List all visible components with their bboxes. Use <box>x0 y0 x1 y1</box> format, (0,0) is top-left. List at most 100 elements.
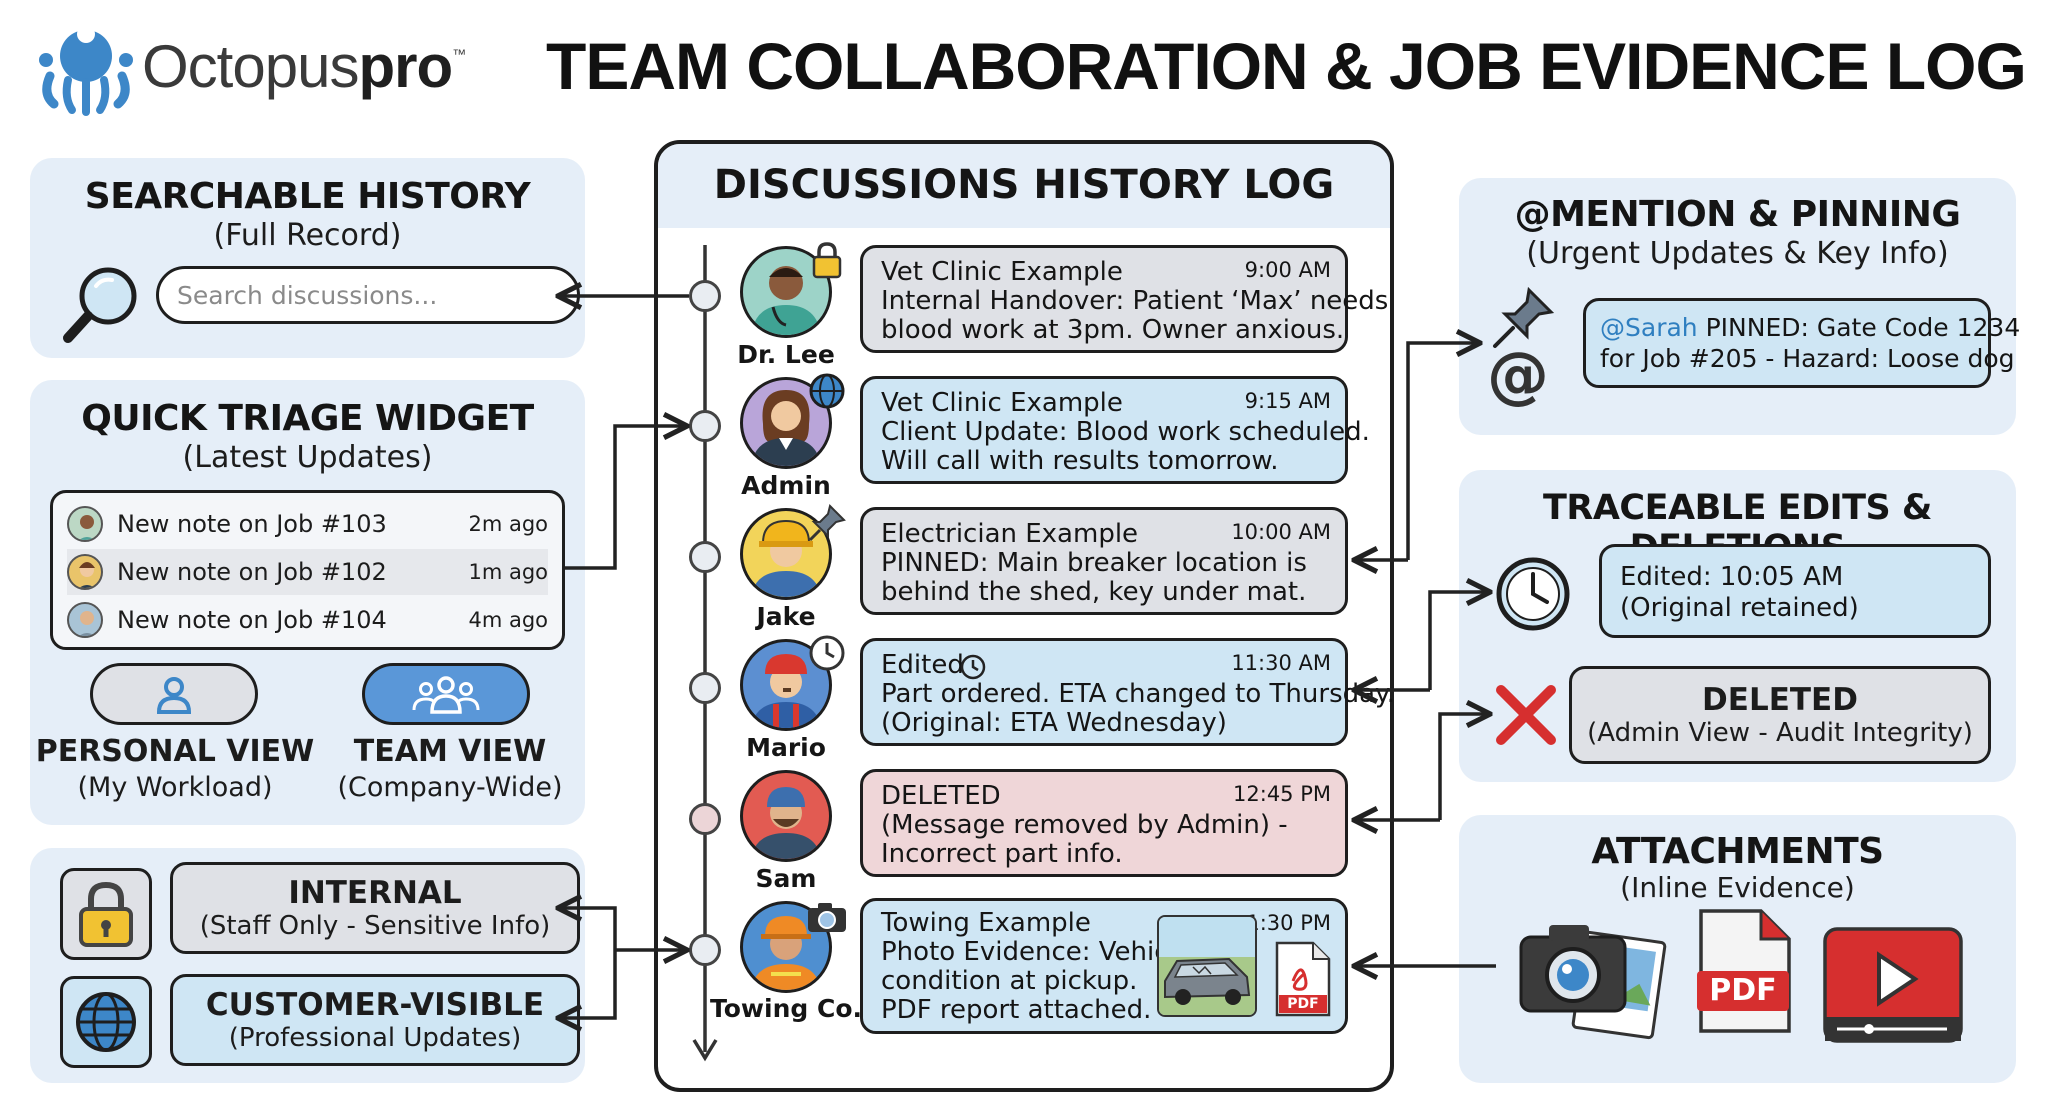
quick-triage-subtitle: (Latest Updates) <box>182 440 433 475</box>
mention-line-two: for Job #205 - Hazard: Loose dog <box>1600 344 2015 373</box>
internal-visibility-card[interactable]: INTERNAL (Staff Only - Sensitive Info) <box>170 862 580 954</box>
attachments-panel: ATTACHMENTS (Inline Evidence) PDF <box>1459 815 2016 1083</box>
page-title: TEAM COLLABORATION & JOB EVIDENCE LOG <box>546 29 2027 103</box>
damaged-car-icon <box>1159 917 1255 1015</box>
author-name: Admin <box>741 471 831 500</box>
globe-tile <box>60 976 152 1068</box>
edited-clock-icon <box>960 654 986 680</box>
message-time: 12:45 PM <box>1233 782 1331 806</box>
internal-subtitle: (Staff Only - Sensitive Info) <box>199 911 551 941</box>
timeline-dot <box>689 280 721 312</box>
attachments-subtitle: (Inline Evidence) <box>1620 871 1855 904</box>
message-line: PDF report attached. <box>881 995 1152 1025</box>
avatar-sam <box>740 770 832 862</box>
video-play-icon[interactable] <box>1823 927 1963 1043</box>
author-name: Jake <box>756 602 816 631</box>
team-view-button[interactable] <box>362 663 530 725</box>
customer-visible-subtitle: (Professional Updates) <box>228 1023 522 1053</box>
author-name: Dr. Lee <box>737 340 835 369</box>
worker-avatar-icon <box>67 602 103 638</box>
message-line: Photo Evidence: Vehicle <box>881 937 1192 967</box>
message-line: Internal Handover: Patient ‘Max’ needs <box>881 286 1389 316</box>
camera-badge-icon <box>808 903 846 932</box>
message-card[interactable]: Vet Clinic Example 9:00 AM Internal Hand… <box>860 245 1388 353</box>
timeline-dot <box>689 803 721 835</box>
globe-icon <box>76 992 136 1052</box>
message-line: Incorrect part info. <box>881 839 1123 869</box>
log-title: DISCUSSIONS HISTORY LOG <box>713 162 1335 208</box>
deleted-title: DELETED <box>1702 682 1858 718</box>
mention-message-card[interactable]: @Sarah PINNED: Gate Code 1234 for Job #2… <box>1583 298 2020 388</box>
message-card[interactable]: DELETED 12:45 PM (Message removed by Adm… <box>860 769 1348 877</box>
pushpin-icon <box>1493 286 1555 348</box>
triage-item[interactable]: New note on Job #103 2m ago <box>67 501 548 547</box>
doctor-avatar-icon <box>67 506 103 542</box>
internal-title: INTERNAL <box>288 875 462 911</box>
team-view-label: TEAM VIEW <box>353 734 547 769</box>
mention-pinning-subtitle: (Urgent Updates & Key Info) <box>1526 236 1949 271</box>
visibility-panel: INTERNAL (Staff Only - Sensitive Info) C… <box>30 848 585 1083</box>
search-input[interactable]: Search discussions... <box>156 266 580 324</box>
quick-triage-panel: QUICK TRIAGE WIDGET (Latest Updates) New… <box>30 380 585 825</box>
message-line: Will call with results tomorrow. <box>881 446 1279 476</box>
message-time: 1:30 PM <box>1246 911 1331 935</box>
message-card[interactable]: Towing Example 1:30 PM Photo Evidence: V… <box>860 898 1348 1034</box>
message-line: (Original: ETA Wednesday) <box>881 708 1227 738</box>
message-card[interactable]: Electrician Example 10:00 AM PINNED: Mai… <box>860 507 1348 615</box>
message-title: Vet Clinic Example <box>881 257 1123 287</box>
searchable-history-panel: SEARCHABLE HISTORY (Full Record) Search … <box>30 158 585 358</box>
search-placeholder: Search discussions... <box>177 280 438 310</box>
camera-photo-icon[interactable] <box>1519 915 1669 1045</box>
personal-view-button[interactable] <box>90 663 258 725</box>
clock-icon <box>1496 557 1570 631</box>
brand-name: Octopus <box>142 33 359 100</box>
edited-line-one: Edited: 10:05 AM <box>1620 562 1844 592</box>
personal-view-subtitle: (My Workload) <box>77 772 273 803</box>
message-line: PINNED: Main breaker location is <box>881 548 1307 578</box>
edited-line-two: (Original retained) <box>1620 593 1859 623</box>
octopus-logo-icon <box>39 25 133 116</box>
avatar-mario <box>740 639 832 731</box>
message-card[interactable]: Edited 11:30 AM Part ordered. ETA change… <box>860 638 1395 746</box>
author-name: Mario <box>746 733 826 762</box>
message-time: 9:15 AM <box>1244 389 1331 413</box>
pdf-file-label: PDF <box>1709 973 1777 1008</box>
traceable-edits-panel: TRACEABLE EDITS & DELETIONS Edited: 10:0… <box>1459 470 2016 782</box>
edited-info-card[interactable]: Edited: 10:05 AM (Original retained) <box>1599 544 1991 638</box>
vehicle-photo-thumbnail[interactable] <box>1157 915 1257 1017</box>
lock-badge-icon <box>812 242 842 279</box>
timeline-dot <box>689 410 721 442</box>
triage-item-time: 4m ago <box>468 608 548 632</box>
person-icon <box>156 677 192 714</box>
attachments-title: ATTACHMENTS <box>1591 831 1884 872</box>
triage-list: New note on Job #103 2m ago New note on … <box>50 490 565 650</box>
timeline-dot <box>689 934 721 966</box>
brand-logo: Octopuspro™ <box>38 16 518 116</box>
searchable-history-subtitle: (Full Record) <box>213 218 402 253</box>
pdf-attachment-icon[interactable]: PDF <box>1275 941 1331 1017</box>
quick-triage-title: QUICK TRIAGE WIDGET <box>81 398 534 439</box>
timeline-dot <box>689 672 721 704</box>
message-line: condition at pickup. <box>881 966 1138 996</box>
message-time: 10:00 AM <box>1231 520 1331 544</box>
author-name: Towing Co. <box>710 994 862 1023</box>
triage-item-text: New note on Job #104 <box>117 606 387 634</box>
brand-tm: ™ <box>452 46 466 62</box>
pdf-file-icon[interactable]: PDF <box>1697 907 1793 1035</box>
mention-handle[interactable]: @Sarah <box>1600 313 1698 342</box>
triage-item[interactable]: New note on Job #104 4m ago <box>67 597 548 643</box>
author-name: Sam <box>755 864 817 893</box>
message-time: 11:30 AM <box>1231 651 1331 675</box>
delete-x-icon <box>1496 685 1556 745</box>
mention-pinning-panel: @MENTION & PINNING (Urgent Updates & Key… <box>1459 178 2020 435</box>
triage-item[interactable]: New note on Job #102 1m ago <box>67 549 548 595</box>
message-card[interactable]: Vet Clinic Example 9:15 AM Client Update… <box>860 376 1370 484</box>
deleted-info-card[interactable]: DELETED (Admin View - Audit Integrity) <box>1569 666 1991 764</box>
lock-tile <box>60 868 152 960</box>
message-title: Edited <box>881 650 964 680</box>
searchable-history-title: SEARCHABLE HISTORY <box>84 176 531 217</box>
magnifier-icon <box>63 267 137 343</box>
mention-pinning-title: @MENTION & PINNING <box>1514 194 1961 235</box>
pin-badge-icon <box>808 504 846 542</box>
customer-visible-card[interactable]: CUSTOMER-VISIBLE (Professional Updates) <box>170 974 580 1066</box>
